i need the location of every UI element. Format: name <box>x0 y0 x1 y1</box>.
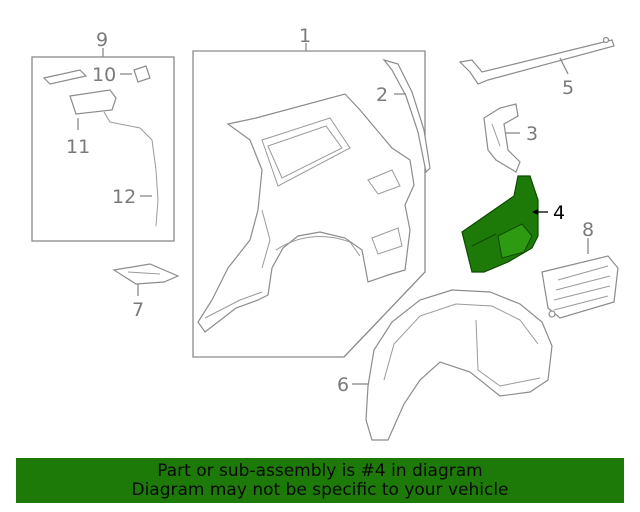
callout-4: 4 <box>553 202 565 224</box>
part-11-housing[interactable] <box>69 89 117 130</box>
fuel-door-group-box <box>31 48 175 242</box>
quarter-panel-box <box>192 43 426 358</box>
part-9-pad[interactable] <box>42 69 88 85</box>
part-notice-banner: Part or sub-assembly is #4 in diagram Di… <box>16 458 624 503</box>
part-8-vent[interactable] <box>541 238 619 319</box>
callout-2: 2 <box>376 84 388 106</box>
banner-line-2: Diagram may not be specific to your vehi… <box>131 480 509 500</box>
banner-line-1: Part or sub-assembly is #4 in diagram <box>157 461 483 481</box>
part-5-brace-rod[interactable] <box>458 36 615 85</box>
callout-7: 7 <box>132 299 144 321</box>
part-1-quarter-panel[interactable] <box>197 93 415 333</box>
callout-8: 8 <box>582 219 594 241</box>
callout-3: 3 <box>526 123 538 145</box>
callout-9: 9 <box>96 29 108 51</box>
part-3-bracket[interactable] <box>483 103 521 173</box>
parts-diagram: 1 2 3 4 5 6 7 8 9 10 11 12 <box>31 25 619 441</box>
part-6-wheel-liner[interactable] <box>352 289 553 441</box>
part-10-latch[interactable] <box>120 65 151 83</box>
callout-12: 12 <box>112 186 136 208</box>
part-7-small-bracket[interactable] <box>112 263 180 296</box>
part-2-pillar-trim[interactable] <box>382 58 431 174</box>
callout-6: 6 <box>337 374 349 396</box>
callout-5: 5 <box>562 77 574 99</box>
part-12-cable[interactable] <box>103 111 159 227</box>
callout-10: 10 <box>92 64 116 86</box>
callout-1: 1 <box>299 25 311 47</box>
callout-11: 11 <box>66 136 90 158</box>
part-4-inner-panel-highlighted[interactable] <box>461 175 548 273</box>
